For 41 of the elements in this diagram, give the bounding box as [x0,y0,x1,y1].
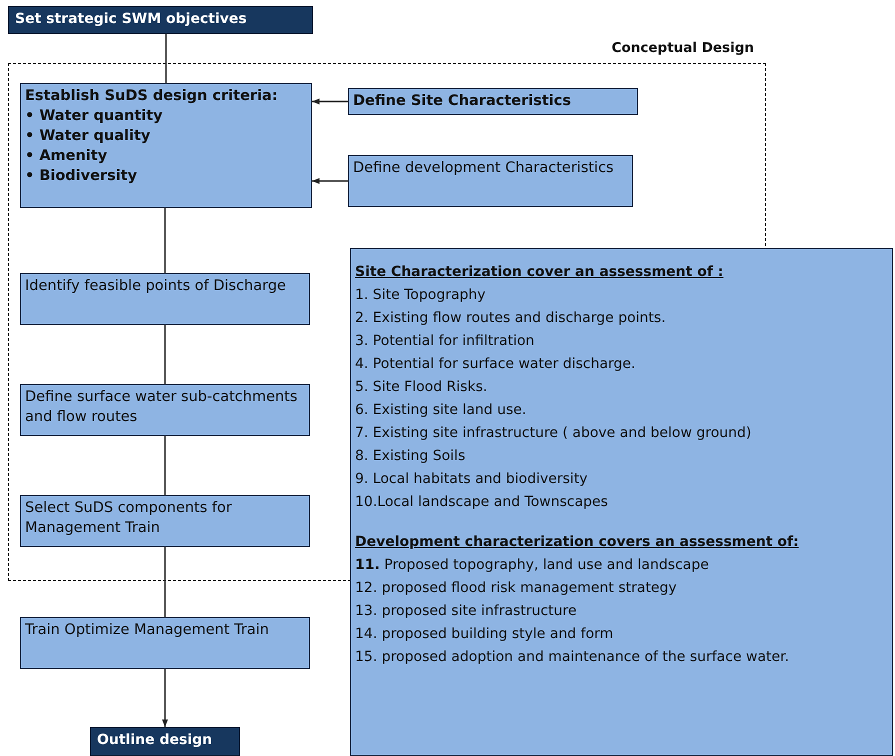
list-item: 9. Local habitats and biodiversity [355,470,589,489]
list-item: 11. Proposed topography, land use and landscape [355,556,710,575]
input-box: Define Site Characteristics [348,88,638,115]
list-item: 5. Site Flood Risks. [355,378,488,397]
list-item: • Biodiversity [25,167,138,186]
input-box: Define development Characteristics [348,155,633,207]
connector-line [164,547,166,617]
list-item: • Water quality [25,127,152,146]
list-item: 1. Site Topography [355,286,487,305]
list-item: • Water quantity [25,107,164,126]
note-panel [350,248,893,756]
connector-line [164,208,166,273]
list-item: 12. proposed flood risk management strategy [355,579,678,598]
section-heading: Development characterization covers an assessment of: [355,533,800,552]
list-item: 6. Existing site land use. [355,401,528,420]
list-item: 13. proposed site infrastructure [355,602,578,621]
process-box: Train Optimize Management Train [20,617,310,669]
end-box: Outline design [90,727,240,756]
process-box [20,83,312,208]
connector-line [165,34,167,83]
section-heading: Site Characterization cover an assessment of : [355,263,724,282]
arrow [162,669,168,727]
arrow [312,98,348,104]
list-item: 8. Existing Soils [355,447,466,466]
list-item: 2. Existing flow routes and discharge points. [355,309,667,328]
list-item: • Amenity [25,147,108,166]
list-item: 3. Potential for infiltration [355,332,536,351]
connector-line [164,325,166,384]
connector-line [164,436,166,495]
list-item: 15. proposed adoption and maintenance of the surface water. [355,648,790,667]
process-box: Identify feasible points of Discharge [20,273,310,325]
region-title: Conceptual Design [612,40,754,56]
process-box: Define surface water sub-catchments and flow routes [20,384,310,436]
list-item: 14. proposed building style and form [355,625,614,644]
process-box: Select SuDS components for Management Train [20,495,310,547]
start-box: Set strategic SWM objectives [8,6,313,34]
list-item: 7. Existing site infrastructure ( above and below ground) [355,424,752,443]
box-heading: Establish SuDS design criteria: [25,87,279,106]
list-item: 4. Potential for surface water discharge. [355,355,636,374]
list-item: 10.Local landscape and Townscapes [355,493,609,512]
arrow [312,178,348,184]
